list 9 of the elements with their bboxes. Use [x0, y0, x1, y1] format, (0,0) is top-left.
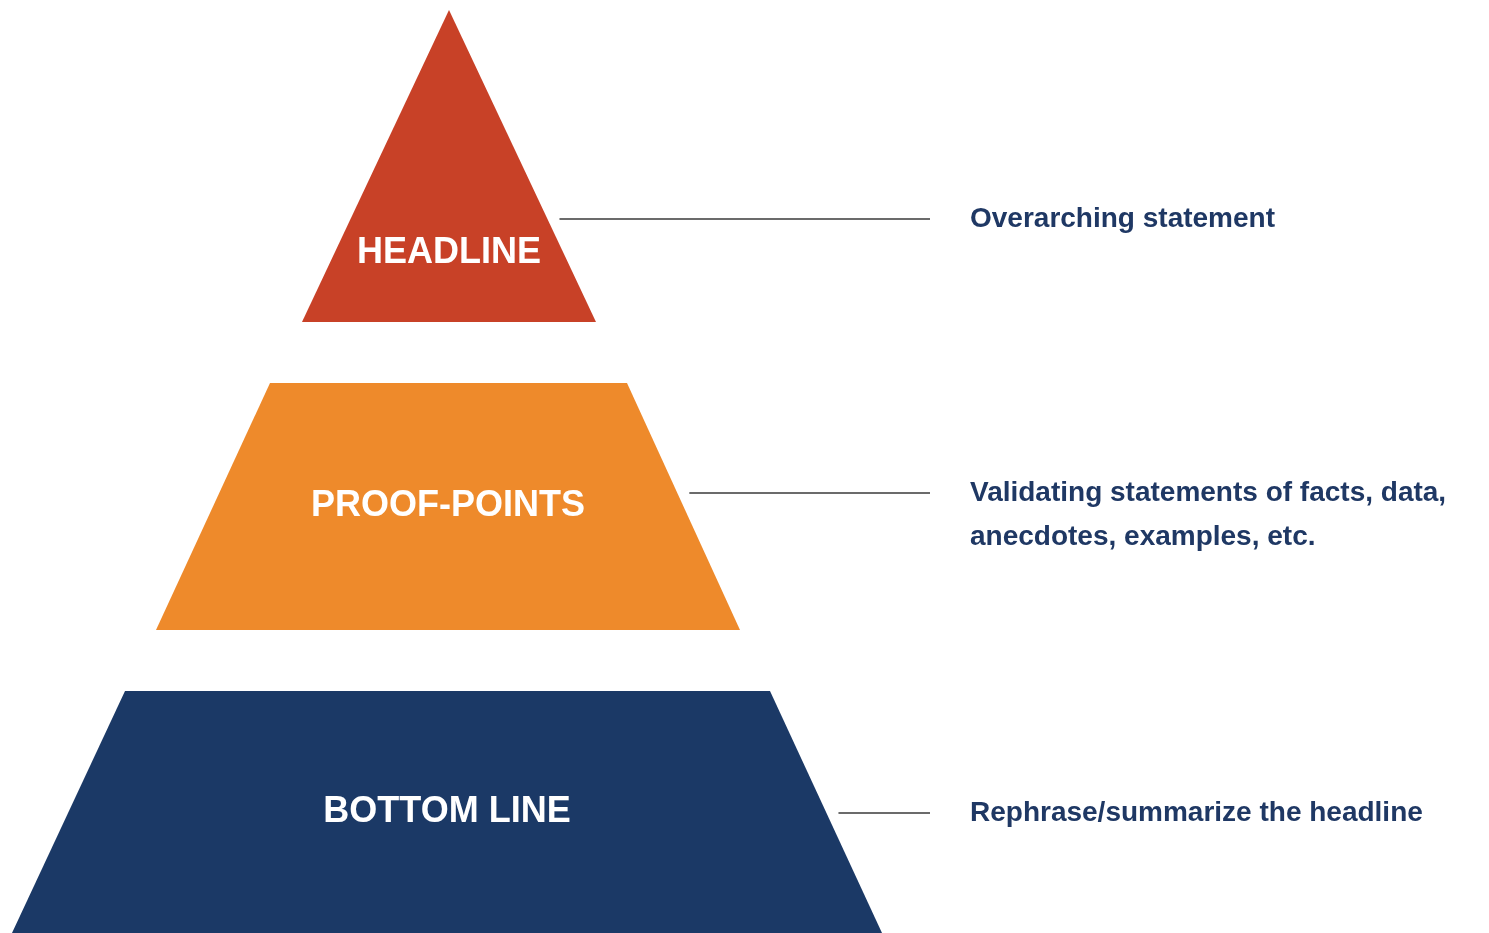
leader-line	[688, 492, 931, 494]
tier-label: HEADLINE	[356, 230, 542, 272]
description-text: Rephrase/summarize the headline	[970, 795, 1424, 829]
description-text: Overarching statement	[970, 201, 1276, 235]
description-text: Validating statements of facts, data, anecdotes, examples, etc.	[970, 475, 1448, 553]
leader-line	[837, 812, 931, 814]
tier-label: PROOF-POINTS	[310, 483, 586, 525]
tier-label: BOTTOM LINE	[322, 789, 572, 831]
leader-line	[558, 218, 931, 220]
